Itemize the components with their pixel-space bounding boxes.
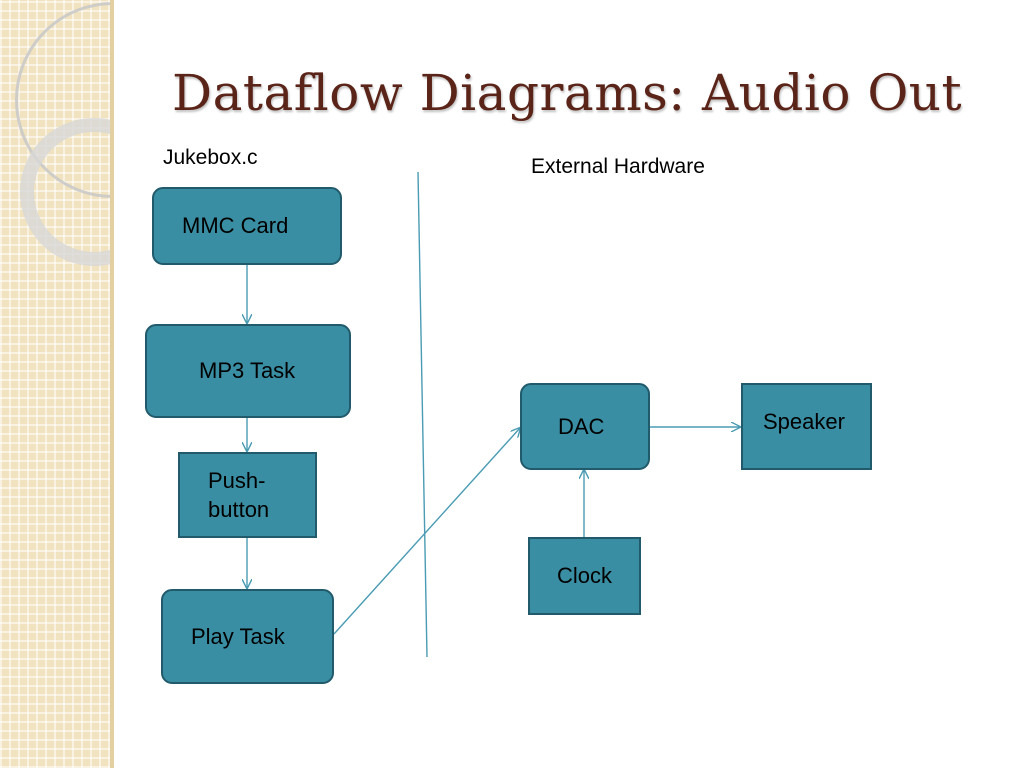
arrow-playtask-to-dac [333,428,520,635]
node-play-task: Play Task [161,589,334,684]
region-label-jukebox: Jukebox.c [163,146,258,169]
node-mp3-task-label: MP3 Task [199,358,296,383]
node-mmc-card: MMC Card [152,187,342,265]
node-mmc-card-label: MMC Card [182,213,289,238]
node-play-task-label: Play Task [191,623,285,649]
node-push-button: Push- button [178,452,317,538]
divider-line [417,171,428,658]
node-clock: Clock [528,537,641,615]
node-clock-label: Clock [557,563,613,588]
node-speaker-label: Speaker [763,409,845,434]
node-dac-label: DAC [558,413,605,439]
node-dac: DAC [520,383,650,470]
slide-title: Dataflow Diagrams: Audio Out [172,64,963,122]
region-label-external-hardware: External Hardware [531,155,705,178]
node-push-button-label: Push- button [208,468,270,522]
side-strip-edge [110,0,114,768]
decorative-side-strip [0,0,114,768]
node-mp3-task: MP3 Task [145,324,351,418]
node-speaker: Speaker [741,383,872,470]
